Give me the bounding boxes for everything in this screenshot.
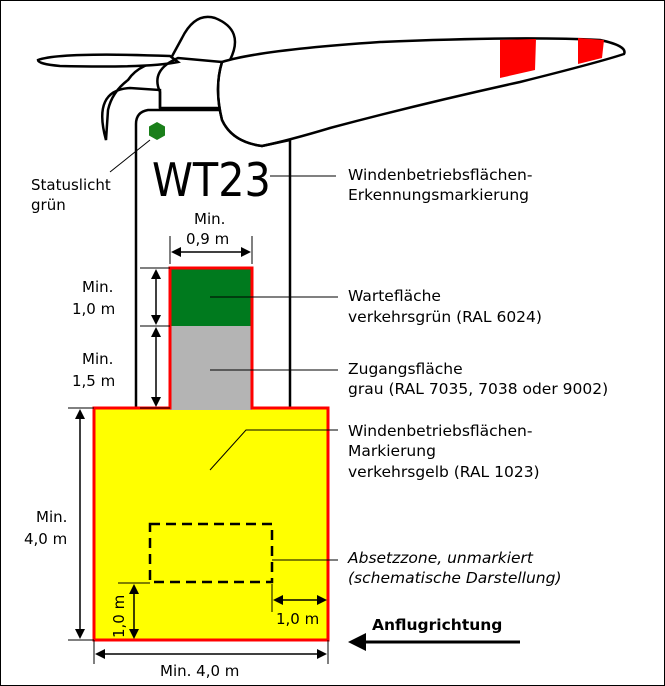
inner-v-label: 1,0 m — [110, 595, 128, 638]
blade-left — [36, 53, 181, 68]
winch-label-3: verkehrsgelb (RAL 1023) — [348, 463, 540, 481]
set-down-label-1: Absetzzone, unmarkiert — [347, 549, 534, 567]
status-leader — [109, 139, 151, 173]
winch-marking-area — [92, 406, 330, 642]
status-label-2: grün — [31, 196, 66, 214]
tower-id: WT23 — [152, 153, 271, 207]
recognition-label-2: Erkennungsmarkierung — [348, 186, 529, 204]
red-outline — [92, 266, 330, 642]
winch-leader — [209, 429, 338, 471]
recognition-label-1: Windenbetriebsflächen- — [348, 166, 532, 184]
dim-wait-label-1: Min. — [82, 278, 113, 296]
approach-arrow-icon — [348, 633, 366, 651]
access-area — [170, 326, 252, 410]
set-down-label-2: (schematische Darstellung) — [348, 569, 562, 587]
hub-outline — [156, 56, 291, 148]
dim-access-label-1: Min. — [82, 350, 113, 368]
left-dim-label-1: Min. — [36, 508, 67, 526]
waiting-label-2: verkehrsgrün (RAL 6024) — [348, 308, 542, 326]
blade-stripe-2 — [578, 38, 604, 64]
winch-label-1: Windenbetriebsflächen- — [348, 422, 532, 440]
dim-width-top-1: Min. — [194, 210, 225, 228]
access-label-2: grau (RAL 7035, 7038 oder 9002) — [348, 380, 608, 398]
winch-label-2: Markierung — [348, 442, 436, 460]
status-label-1: Statuslicht — [31, 176, 111, 194]
left-dim-label-2: 4,0 m — [24, 530, 67, 548]
dim-access-label-2: 1,5 m — [72, 372, 115, 390]
bottom-dim-label: Min. 4,0 m — [160, 662, 239, 680]
dim-wait-label-2: 1,0 m — [72, 300, 115, 318]
inner-h-label: 1,0 m — [276, 610, 319, 628]
waiting-label-1: Wartefläche — [348, 287, 441, 305]
dim-width-top-2: 0,9 m — [186, 230, 229, 248]
set-down-zone — [148, 522, 274, 584]
status-light-icon — [149, 122, 165, 140]
blade-right — [216, 37, 626, 148]
access-label-1: Zugangsfläche — [348, 360, 463, 378]
blade-stripe-1 — [500, 39, 536, 78]
approach-label: Anflugrichtung — [372, 616, 502, 634]
nacelle — [101, 15, 288, 141]
